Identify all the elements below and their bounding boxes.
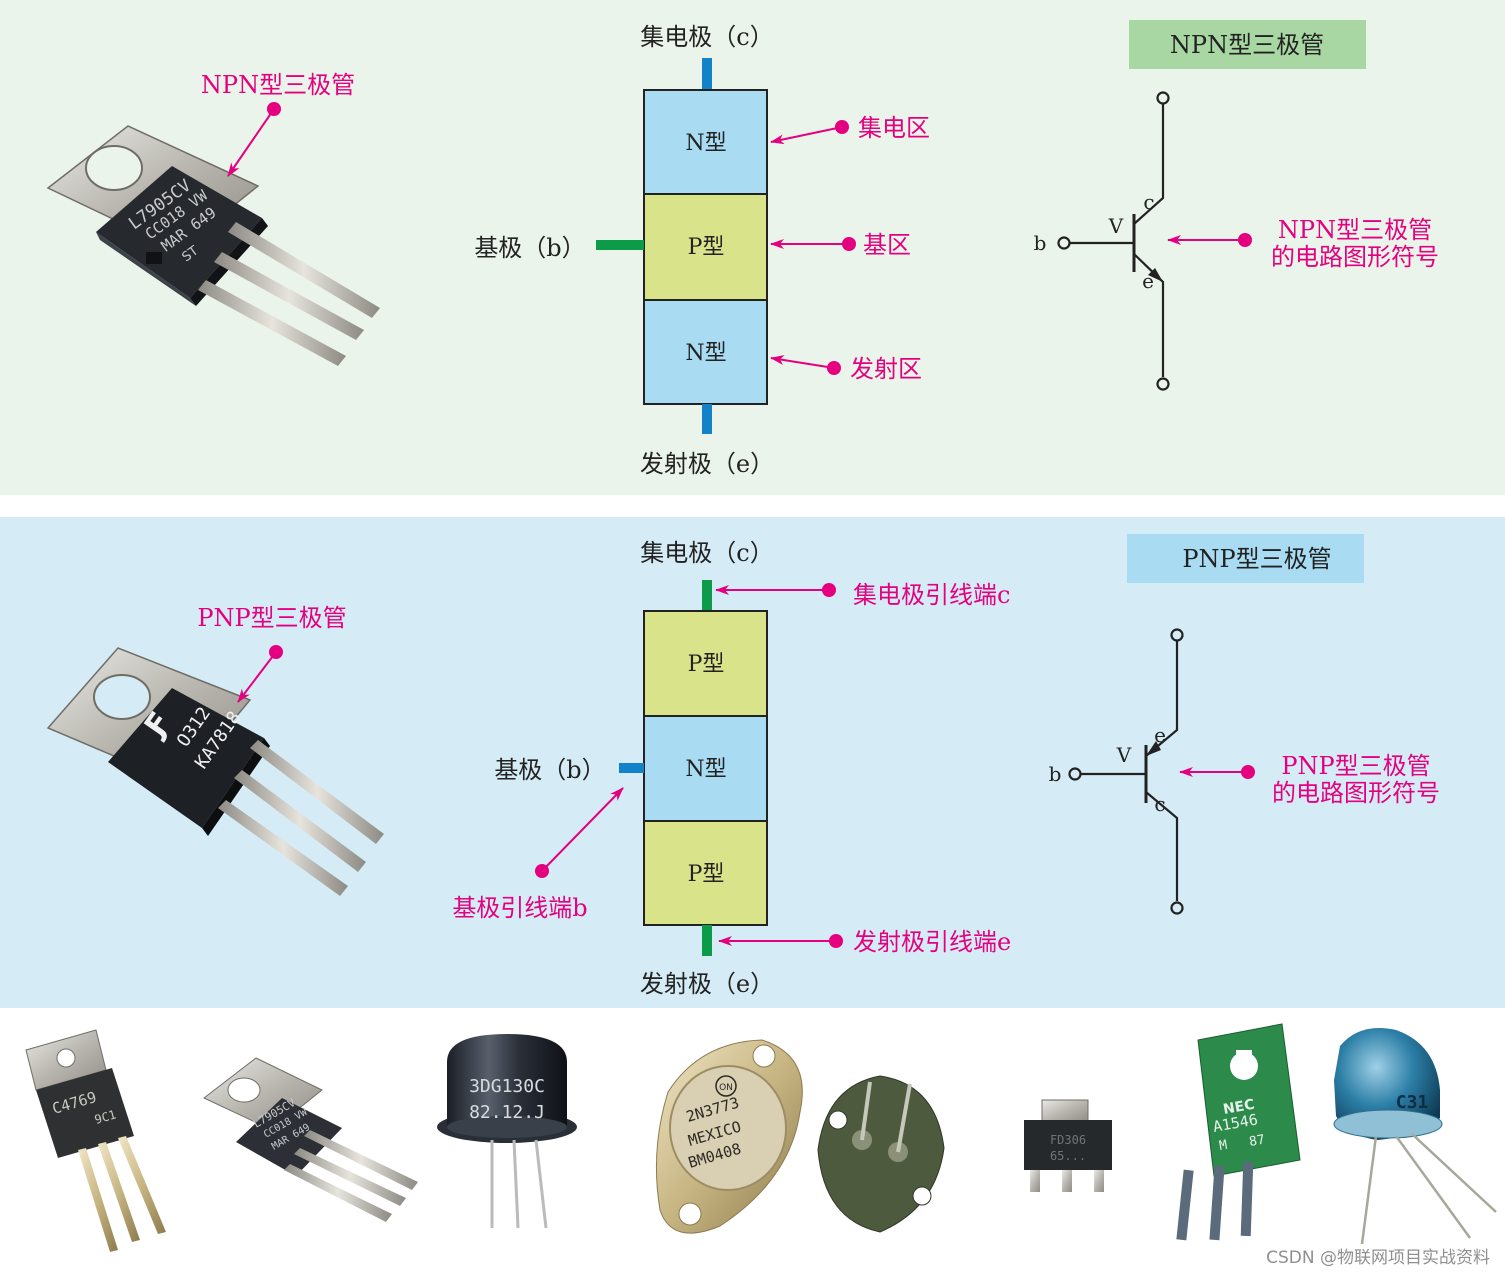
npn-symbol-caption-2: 的电路图形符号 [1271, 243, 1439, 271]
gallery-to126: NEC A1546 M 87 [1176, 1023, 1301, 1241]
gallery-to126-text-1: NEC [1222, 1097, 1256, 1118]
gallery-to126-text-3: M [1218, 1138, 1228, 1154]
gallery-to3-back [817, 1075, 945, 1233]
npn-collector-label: 集电极（c） [640, 23, 773, 51]
npn-layer-label-1: N型 [685, 131, 726, 156]
npn-layer-label-2: P型 [688, 235, 725, 260]
npn-symbol-v: V [1108, 214, 1124, 238]
gallery-to3p-text-2: 9C1 [93, 1107, 118, 1126]
npn-symbol-callout [1167, 233, 1252, 247]
npn-symbol-b: b [1034, 231, 1047, 255]
pnp-base-label: 基极（b） [494, 756, 605, 784]
pnp-symbol-v: V [1116, 743, 1132, 767]
pnp-emitter-label: 发射极（e） [640, 970, 774, 998]
pnp-base-lead [619, 763, 644, 773]
pnp-photo-label: PNP型三极管 [197, 604, 346, 632]
pnp-circuit-symbol [1068, 628, 1184, 915]
pnp-layer-label-1: P型 [688, 652, 725, 677]
pnp-symbol-callout [1179, 765, 1255, 779]
pnp-lead-callouts [535, 583, 843, 948]
pnp-photo-callout [237, 645, 283, 703]
npn-emitter-label: 发射极（e） [640, 450, 774, 478]
gallery-to18-text-1: C31 [1396, 1092, 1429, 1113]
watermark: CSDN @物联网项目实战资料 [1266, 1248, 1490, 1268]
pnp-symbol-b: b [1049, 762, 1062, 786]
pnp-title: PNP型三极管 [1182, 545, 1331, 573]
pnp-layer-label-3: P型 [688, 862, 725, 887]
npn-collector-lead [702, 58, 712, 90]
npn-region-callouts [770, 120, 856, 375]
npn-collector-region-label: 集电区 [858, 114, 930, 142]
npn-symbol-caption-1: NPN型三极管 [1278, 216, 1432, 244]
npn-symbol-e: e [1142, 269, 1154, 293]
pnp-symbol-c: c [1154, 792, 1165, 816]
npn-base-region-label: 基区 [863, 231, 911, 259]
pnp-symbol-caption-2: 的电路图形符号 [1272, 779, 1440, 807]
gallery-to39-text-1: 3DG130C [469, 1076, 545, 1097]
pnp-collector-label: 集电极（c） [640, 539, 773, 567]
npn-base-label: 基极（b） [474, 234, 585, 262]
gallery-to18: C31 [1333, 1028, 1497, 1245]
pnp-title-box [1127, 534, 1364, 583]
pnp-symbol-e: e [1154, 723, 1166, 747]
gallery-to220: L7905CV CC018 VW MAR 649 [203, 1057, 418, 1222]
gallery-to3-text-1: ON [719, 1083, 733, 1093]
npn-photo-callout [227, 102, 281, 177]
pnp-collector-lead-label: 集电极引线端c [853, 581, 1010, 609]
npn-layer-label-3: N型 [685, 341, 726, 366]
pnp-layer-n [643, 715, 768, 822]
pnp-layer-p-top [643, 610, 768, 717]
pnp-symbol-caption-1: PNP型三极管 [1281, 752, 1430, 780]
gallery-to3: ON 2N3773 MEXICO BM0408 [655, 1039, 803, 1234]
npn-layer-n-top [643, 89, 768, 195]
gallery-sot223-text-2: 65... [1050, 1149, 1086, 1163]
gallery-to39: 3DG130C 82.12.J [437, 1034, 577, 1229]
npn-emitter-lead [702, 404, 712, 434]
pnp-emitter-lead [702, 925, 712, 956]
pnp-layer-p-bottom [643, 820, 768, 926]
gallery-to3p: C4769 9C1 [25, 1029, 166, 1252]
npn-base-lead [596, 240, 644, 250]
pnp-layer-label-2: N型 [685, 757, 726, 782]
npn-emitter-region-label: 发射区 [850, 355, 922, 383]
npn-layer-p [643, 193, 768, 301]
gallery-to39-text-2: 82.12.J [469, 1102, 545, 1123]
npn-photo-label: NPN型三极管 [201, 71, 355, 99]
pnp-collector-lead [702, 580, 712, 611]
gallery-to126-text-4: 87 [1248, 1132, 1266, 1149]
pnp-base-lead-label: 基极引线端b [452, 894, 587, 922]
gallery-sot223-text-1: FD306 [1050, 1133, 1086, 1147]
npn-title: NPN型三极管 [1170, 31, 1324, 59]
pnp-transistor-photo: Ƒ O312 KA7818 [46, 647, 384, 896]
gallery-sot223: FD306 65... [1024, 1099, 1112, 1192]
npn-transistor-photo: L7905CV CC018 VW MAR 649 ST [46, 125, 380, 366]
pnp-emitter-lead-label: 发射极引线端e [853, 928, 1011, 956]
npn-circuit-symbol [1057, 91, 1170, 391]
npn-title-box [1129, 20, 1366, 69]
npn-symbol-c: c [1143, 190, 1154, 214]
